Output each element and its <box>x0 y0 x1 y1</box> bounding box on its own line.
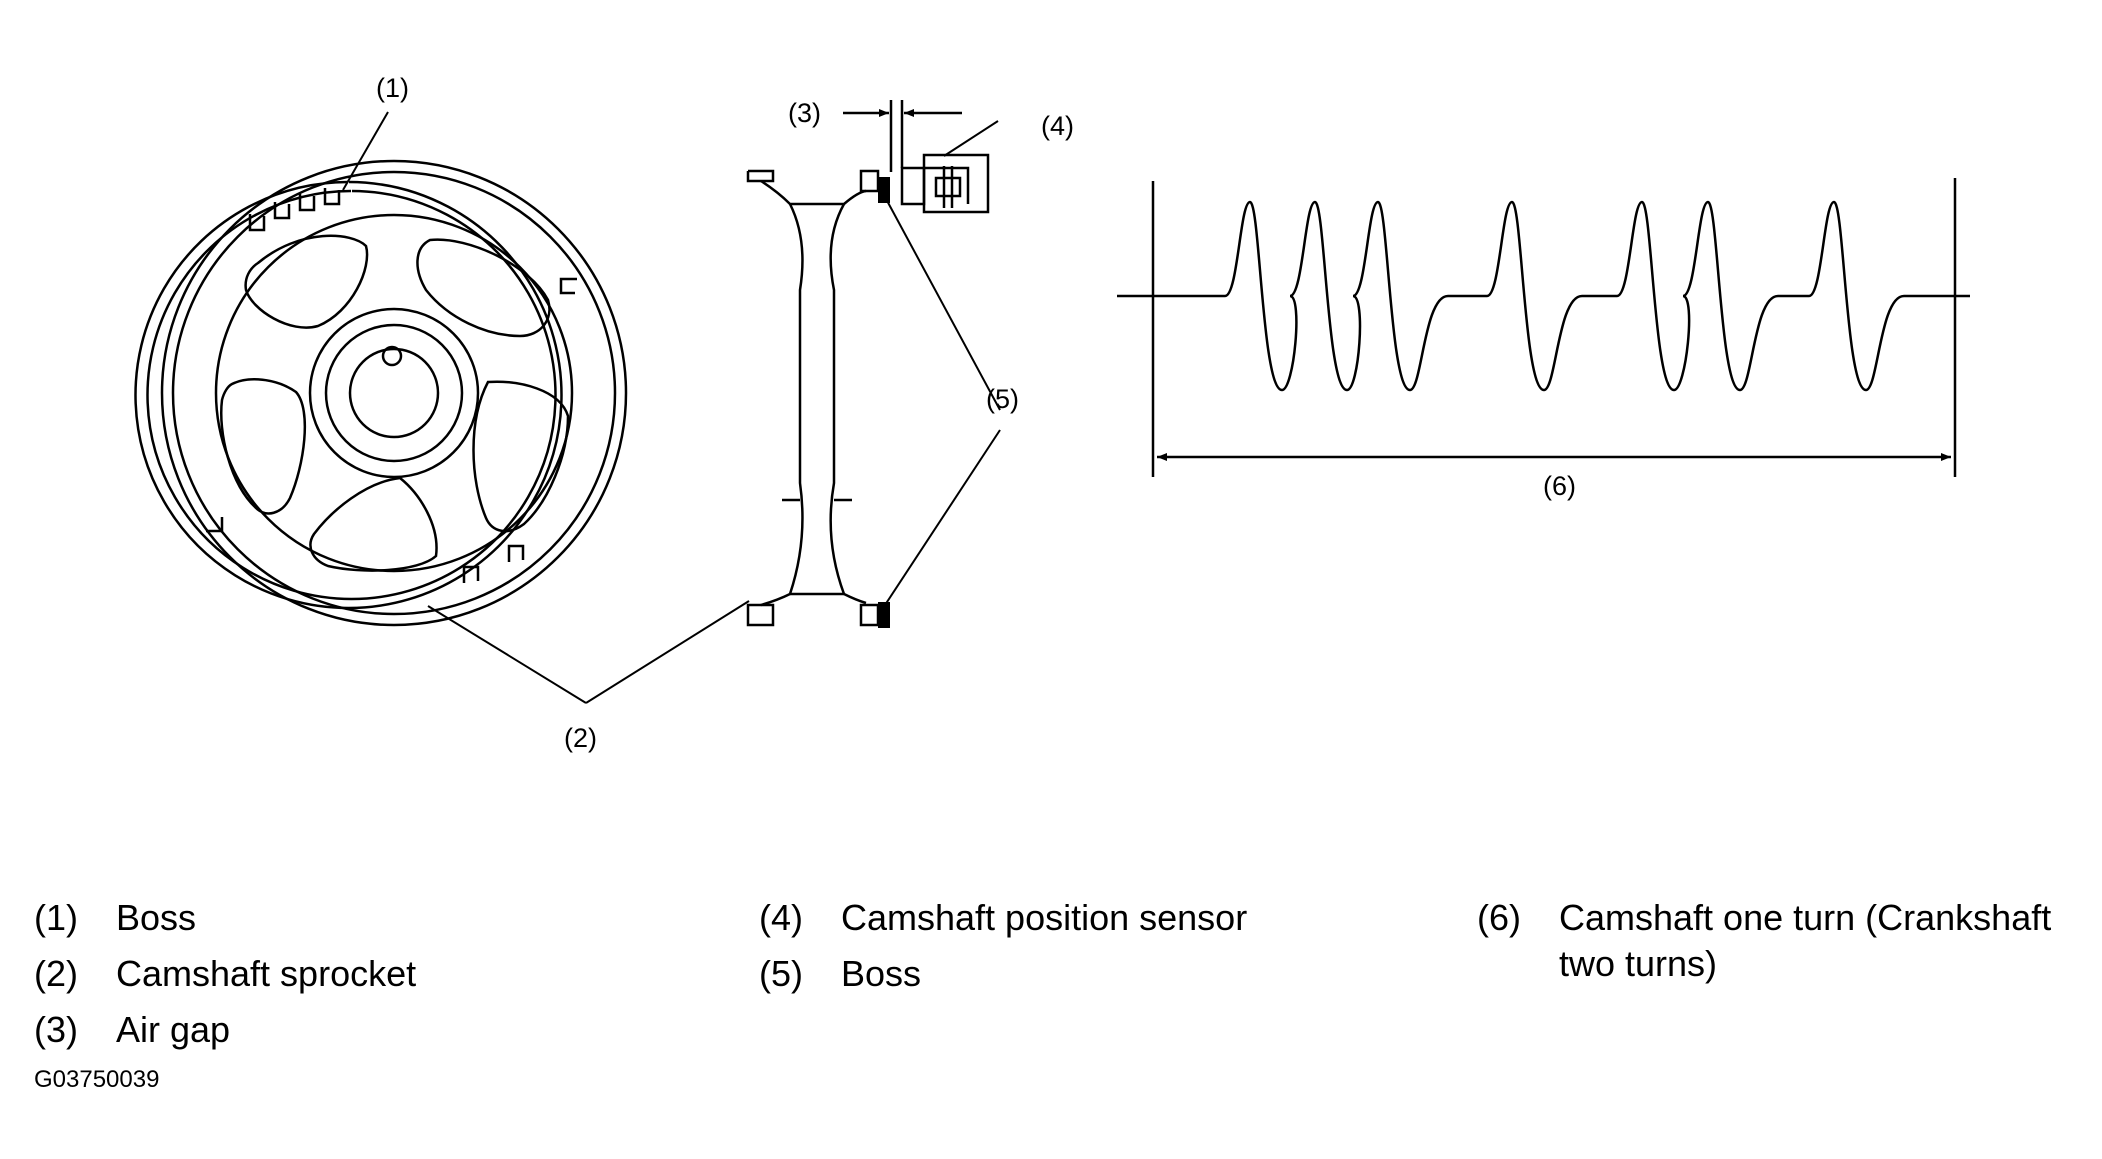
boss-ring-inner <box>146 189 557 601</box>
legend-text: Camshaft sprocket <box>116 953 417 994</box>
legend-item: (3) Air gap <box>34 1002 714 1058</box>
one-turn-dimension <box>1151 178 1957 477</box>
legend-column-2: (4) Camshaft position sensor (5) Boss <box>759 890 1439 1002</box>
legend-column-3: (6) Camshaft one turn (Crankshaft two tu… <box>1477 890 2067 987</box>
sensor-waveform <box>1117 200 1970 392</box>
callout-4: (4) <box>1041 111 1074 141</box>
legend-text: Boss <box>116 897 197 938</box>
legend-text: Air gap <box>116 1009 231 1050</box>
figure-id: G03750039 <box>34 1066 160 1093</box>
legend-text: Camshaft one turn (Crankshaft two turns) <box>1559 897 2052 984</box>
boss-ring-outer <box>134 180 563 610</box>
leader-lines <box>342 111 1001 704</box>
callout-1: (1) <box>376 73 409 103</box>
callout-5: (5) <box>986 384 1019 414</box>
side-boss-top <box>878 177 890 203</box>
camshaft-sensor-drawing <box>900 153 990 214</box>
legend-item: (4) Camshaft position sensor <box>759 890 1439 946</box>
legend-number: (6) <box>1477 897 1521 938</box>
air-gap-dimension <box>843 100 962 172</box>
callout-2: (2) <box>564 723 597 753</box>
callout-6: (6) <box>1543 471 1576 501</box>
legend-number: (4) <box>759 897 803 938</box>
callout-3: (3) <box>788 98 821 128</box>
boss-tabs <box>206 188 577 583</box>
sprocket-front-view <box>134 159 628 627</box>
legend-text: Camshaft position sensor <box>841 897 1248 938</box>
legend-text: Boss <box>841 953 922 994</box>
side-boss-bottom <box>878 602 890 628</box>
legend-item: (6) Camshaft one turn (Crankshaft two tu… <box>1477 890 2067 987</box>
legend-item: (1) Boss <box>34 890 714 946</box>
sprocket-spoke-windows <box>220 234 570 572</box>
legend-column-1: (1) Boss (2) Camshaft sprocket (3) Air g… <box>34 890 714 1058</box>
legend-item: (5) Boss <box>759 946 1439 1002</box>
legend-number: (1) <box>34 897 78 938</box>
sprocket-side-view <box>746 169 880 627</box>
legend-number: (3) <box>34 1009 78 1050</box>
legend-number: (5) <box>759 953 803 994</box>
legend-number: (2) <box>34 953 78 994</box>
legend-item: (2) Camshaft sprocket <box>34 946 714 1002</box>
